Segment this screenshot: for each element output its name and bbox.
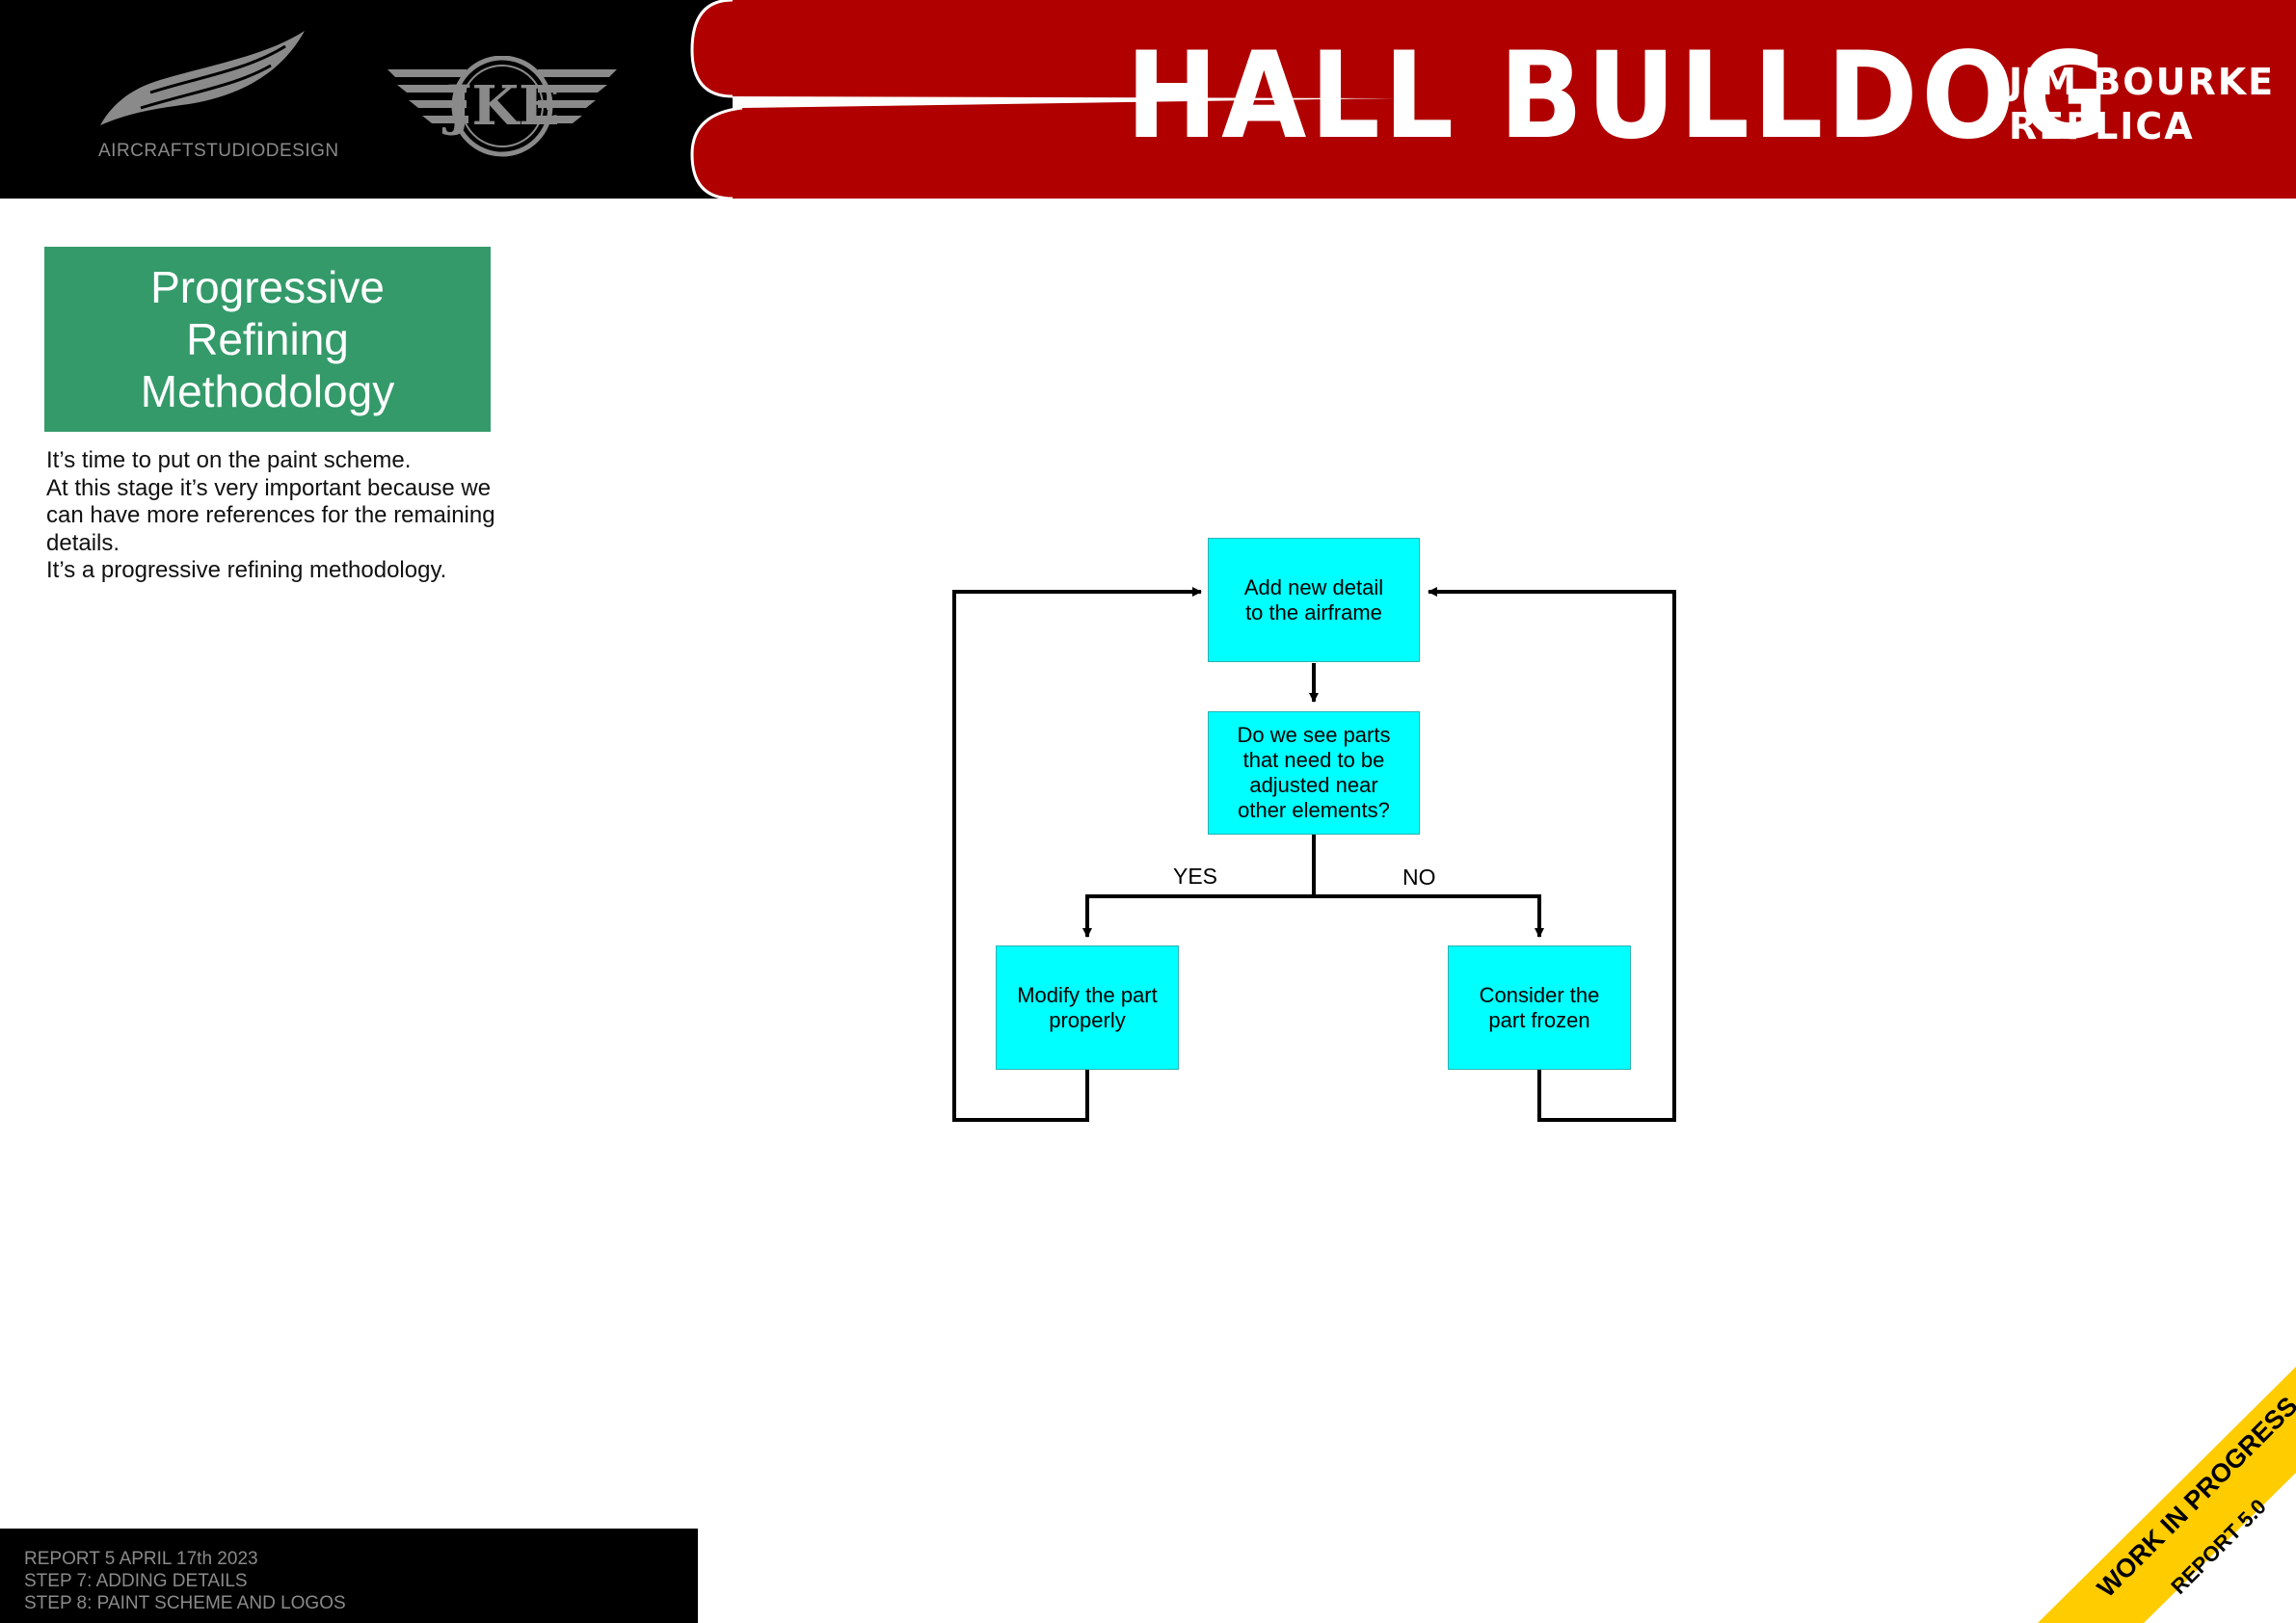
footer-line-3: STEP 8: PAINT SCHEME AND LOGOS (24, 1593, 346, 1613)
node-decision-line-1: Do we see parts (1237, 723, 1391, 747)
page-subtitle: JIM BOURKE REPLICA (2009, 60, 2275, 148)
wing-logo-icon (100, 31, 305, 125)
partner-logo-text: JKE (446, 74, 560, 138)
section-heading-box: Progressive Refining Methodology (44, 247, 491, 432)
subtitle-line-2: REPLICA (2009, 105, 2195, 147)
brand-name: AIRCRAFTSTUDIODESIGN (98, 141, 339, 161)
subtitle-line-1: JIM BOURKE (2009, 61, 2276, 103)
node-part-frozen: Consider the part frozen (1448, 945, 1631, 1070)
node-modify-line-1: Modify the part (1017, 982, 1158, 1007)
node-modify-part: Modify the part properly (996, 945, 1179, 1070)
intro-paragraph-3: It’s a progressive refining methodology. (46, 557, 447, 583)
report-footer: REPORT 5 APRIL 17th 2023 STEP 7: ADDING … (0, 1529, 698, 1623)
node-add-detail: Add new detail to the airframe (1208, 538, 1420, 662)
edge-no-to-frozen (1314, 894, 1544, 938)
intro-text: It’s time to put on the paint scheme. At… (46, 447, 499, 585)
node-add-detail-line-1: Add new detail (1243, 574, 1384, 599)
edge-modify-loop (952, 587, 1202, 1122)
speed-streak (1080, 98, 1398, 102)
node-add-detail-line-2: to the airframe (1245, 599, 1382, 625)
node-decision: Do we see parts that need to be adjusted… (1208, 711, 1420, 835)
section-heading: Progressive Refining Methodology (140, 262, 395, 416)
page-title: HALL BULLDOG (1126, 27, 2113, 166)
node-decision-line-3: adjusted near (1249, 773, 1378, 797)
footer-line-2: STEP 7: ADDING DETAILS (24, 1571, 248, 1591)
jke-winged-logo-icon (387, 56, 617, 157)
intro-paragraph-2: At this stage it’s very important becaus… (46, 474, 495, 556)
edge-label-yes: YES (1173, 864, 1218, 889)
edge-label-no: NO (1402, 865, 1436, 890)
intro-paragraph-1: It’s time to put on the paint scheme. (46, 447, 412, 473)
edge-yes-to-modify (1082, 894, 1314, 938)
node-modify-line-2: properly (1049, 1007, 1126, 1032)
node-decision-line-4: other elements? (1238, 798, 1390, 822)
node-frozen-line-1: Consider the (1479, 982, 1600, 1007)
node-frozen-line-2: part frozen (1488, 1007, 1590, 1032)
header-red-banner (690, 0, 2296, 199)
footer-line-1: REPORT 5 APRIL 17th 2023 (24, 1549, 258, 1569)
node-decision-line-2: that need to be (1242, 748, 1385, 772)
edge-frozen-loop (1428, 587, 1676, 1122)
